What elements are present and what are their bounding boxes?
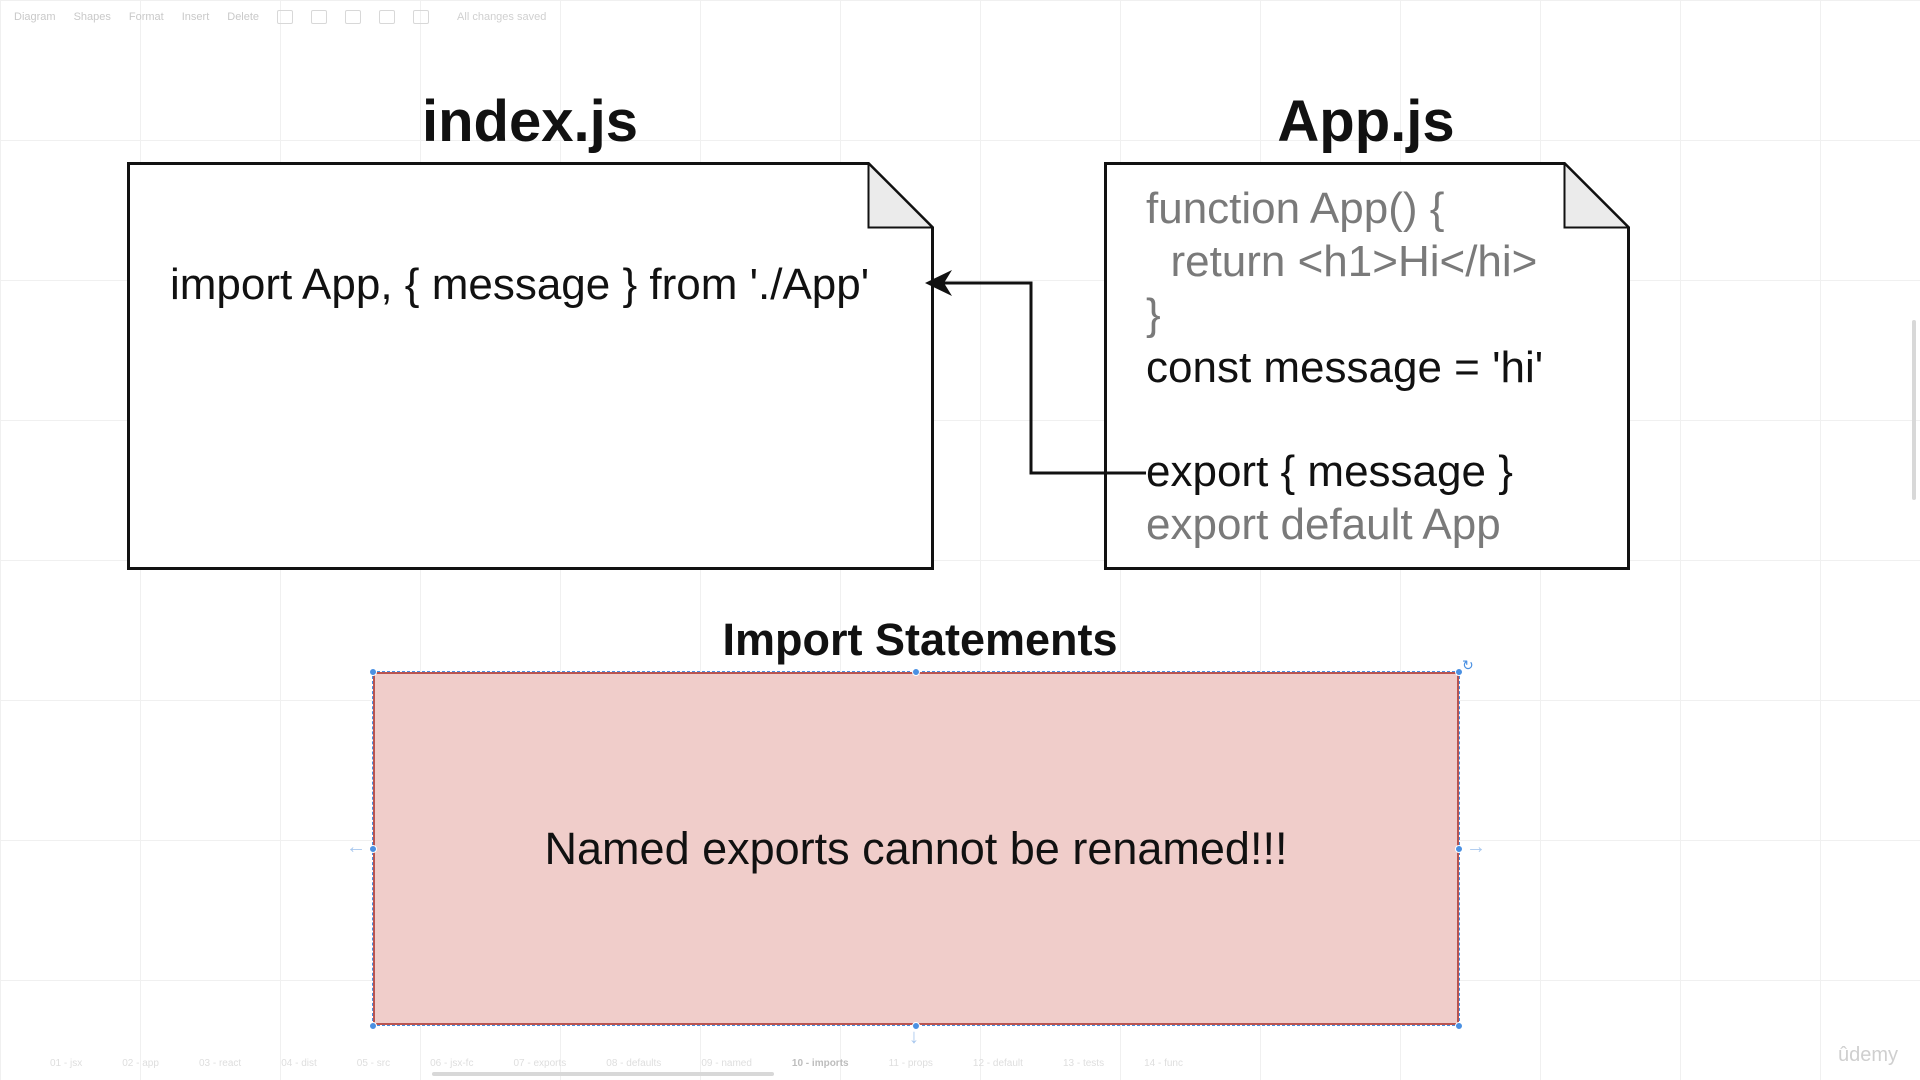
note-shape-app	[1104, 162, 1630, 570]
callout-text: Named exports cannot be renamed!!!	[544, 822, 1288, 874]
app-file-title: App.js	[1277, 89, 1455, 154]
app-file-note[interactable]: function App() { return <h1>Hi</hi> } co…	[1104, 162, 1630, 570]
diagram-menu[interactable]: Diagram	[14, 11, 56, 23]
connector-arrow[interactable]	[920, 260, 1150, 490]
index-import-line: import App, { message } from './App'	[170, 260, 870, 309]
connect-arrow-down-icon[interactable]: ↓	[909, 1026, 919, 1048]
undo-icon[interactable]	[277, 10, 294, 24]
delete-button[interactable]: Delete	[227, 11, 260, 23]
app-code-line-5: export { message }	[1146, 447, 1513, 496]
page-tabs: 01 - jsx 02 - app 03 - react 04 - dist 0…	[0, 1058, 1920, 1080]
page-tab[interactable]: 13 - tests	[1062, 1058, 1105, 1069]
note-shape-index	[127, 162, 934, 570]
page-tab[interactable]: 08 - defaults	[606, 1058, 662, 1069]
editor-toolbar: Diagram Shapes Format Insert Delete All …	[0, 0, 1920, 34]
index-file-title: index.js	[422, 89, 638, 154]
shapes-toggle[interactable]: Shapes	[73, 11, 111, 23]
connect-arrow-left-icon[interactable]: ←	[346, 836, 366, 858]
callout-box[interactable]: Named exports cannot be renamed!!!	[373, 672, 1459, 1025]
page-tab-active[interactable]: 10 - imports	[791, 1058, 849, 1069]
page-tab[interactable]: 14 - func	[1144, 1058, 1183, 1069]
zoom-out-icon[interactable]	[413, 10, 430, 24]
vertical-scrollbar[interactable]	[1912, 320, 1916, 500]
horizontal-scrollbar[interactable]	[432, 1072, 774, 1076]
resize-handle-w[interactable]	[369, 845, 377, 853]
resize-handle-ne[interactable]	[1455, 668, 1463, 676]
app-code-line-3: }	[1146, 290, 1161, 339]
resize-handle-sw[interactable]	[369, 1022, 377, 1030]
page-tab[interactable]: 02 - app	[122, 1058, 159, 1069]
app-code-line-6: export default App	[1146, 500, 1501, 549]
page-tab[interactable]: 04 - dist	[281, 1058, 317, 1069]
redo-icon[interactable]	[311, 10, 328, 24]
app-code-line-1: function App() {	[1146, 184, 1445, 233]
fullscreen-icon[interactable]	[345, 10, 362, 24]
resize-handle-se[interactable]	[1455, 1022, 1463, 1030]
insert-menu[interactable]: Insert	[181, 11, 210, 23]
app-code-line-4: const message = 'hi'	[1146, 343, 1544, 392]
page-tab[interactable]: 06 - jsx-fc	[430, 1058, 474, 1069]
page-tab[interactable]: 05 - src	[356, 1058, 391, 1069]
connect-arrow-right-icon[interactable]: →	[1466, 836, 1486, 858]
resize-handle-s[interactable]	[912, 1022, 920, 1030]
format-toggle[interactable]: Format	[128, 11, 164, 23]
page-tab[interactable]: 12 - default	[972, 1058, 1023, 1069]
section-title: Import Statements	[722, 614, 1118, 665]
rotate-icon[interactable]: ↻	[1462, 657, 1474, 673]
app-code-line-2: return <h1>Hi</hi>	[1146, 237, 1538, 286]
page-tab[interactable]: 01 - jsx	[50, 1058, 83, 1069]
page-tab[interactable]: 09 - named	[701, 1058, 752, 1069]
resize-handle-n[interactable]	[912, 668, 920, 676]
zoom-in-icon[interactable]	[379, 10, 396, 24]
page-tab[interactable]: 11 - props	[888, 1058, 933, 1069]
index-file-note[interactable]: import App, { message } from './App'	[127, 162, 934, 570]
save-status: All changes saved	[457, 11, 547, 23]
resize-handle-e[interactable]	[1455, 845, 1463, 853]
page-tab[interactable]: 03 - react	[198, 1058, 242, 1069]
resize-handle-nw[interactable]	[369, 668, 377, 676]
page-tab[interactable]: 07 - exports	[513, 1058, 567, 1069]
udemy-watermark: ûdemy	[1838, 1044, 1899, 1066]
